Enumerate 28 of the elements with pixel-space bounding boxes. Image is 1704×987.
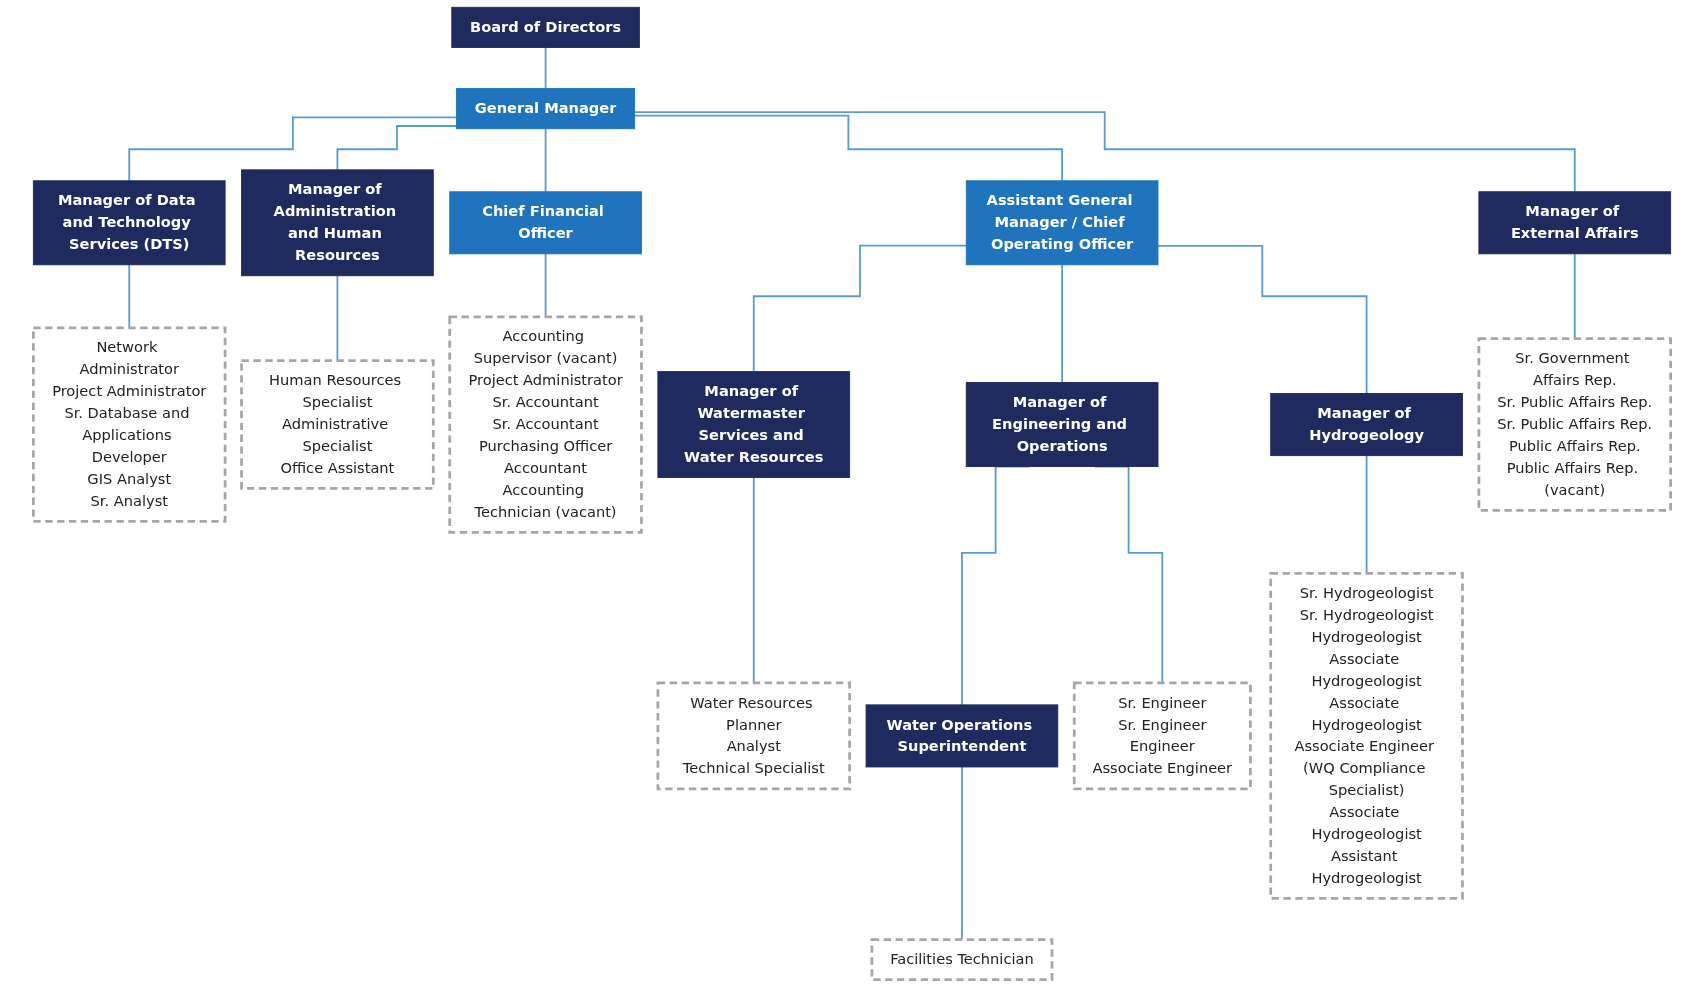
node-box: Human Resources Specialist Administrative Specialist Office Assistant <box>240 359 435 490</box>
node-box: Chief Financial Officer <box>449 191 642 255</box>
connector <box>633 114 1064 182</box>
connector <box>752 244 968 373</box>
node-box: Manager of Watermaster Services and Water Resources <box>657 371 851 478</box>
connector <box>633 111 1576 193</box>
connector <box>1157 245 1368 395</box>
node-box: Manager of External Affairs <box>1478 191 1672 255</box>
node-box: General Manager <box>456 88 636 130</box>
node-box: Water Operations Superintendent <box>865 704 1059 768</box>
node-box: Sr. Hydrogeologist Sr. Hydrogeologist Hydrogeologist Associate Hydrogeologist Associate Hydrogeologist Associate Engineer (WQ Compliance Specialist) Associate Hydrogeologist Assistant Hydrogeologist <box>1269 572 1464 900</box>
node-box: Sr. Engineer Sr. Engineer Engineer Associate Engineer <box>1072 681 1252 791</box>
connector <box>336 125 458 171</box>
node-box: Manager of Engineering and Operations <box>965 382 1159 468</box>
connector <box>128 116 458 182</box>
connector <box>1061 263 1064 384</box>
node-box: Network Administrator Project Administrator Sr. Database and Applications Developer GIS Analyst Sr. Analyst <box>32 326 227 523</box>
node-box: Sr. Government Affairs Rep. Sr. Public Affairs Rep. Sr. Public Affairs Rep. Public Affairs Rep. Public Affairs Rep. (vacant) <box>1477 337 1672 512</box>
node-box: Facilities Technician <box>870 938 1054 982</box>
node-box: Assistant General Manager / Chief Operating Officer <box>965 180 1159 266</box>
node-box: Manager of Data and Technology Services (DTS) <box>32 180 226 266</box>
connector <box>544 127 547 193</box>
node-box: Manager of Administration and Human Resources <box>241 169 434 277</box>
node-box: Accounting Supervisor (vacant) Project Administrator Sr. Accountant Sr. Accountant Purchasing Officer Accountant Accounting Technician (vacant) <box>448 315 643 534</box>
connector <box>544 46 547 90</box>
node-box: Water Resources Planner Analyst Technical Specialist <box>656 681 851 791</box>
node-box: Board of Directors <box>451 6 640 48</box>
node-box: Manager of Hydrogeology <box>1270 393 1463 457</box>
